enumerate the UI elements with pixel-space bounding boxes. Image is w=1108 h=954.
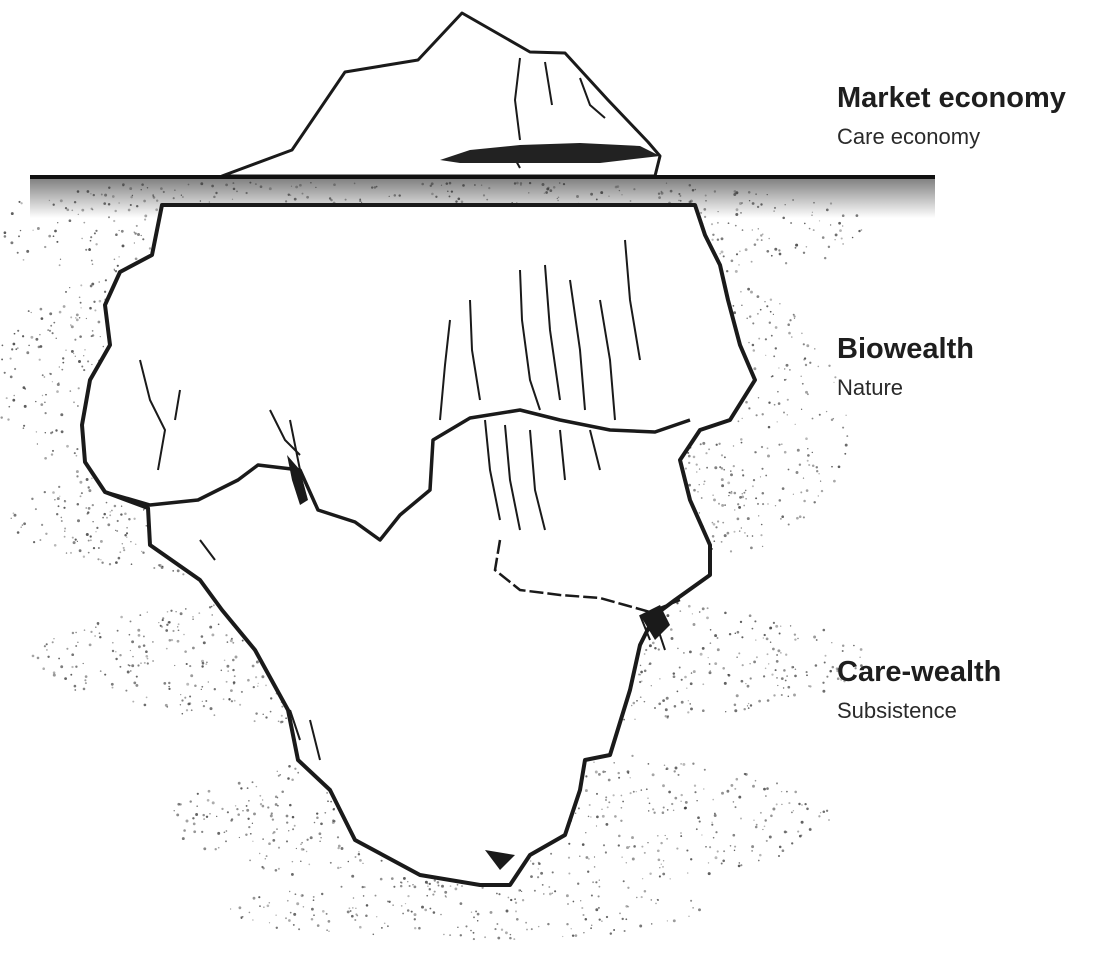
label-subtitle-nature: Nature — [837, 375, 1105, 401]
label-subtitle-care-economy: Care economy — [837, 124, 1105, 150]
label-market-economy: Market economy Care economy — [837, 81, 1105, 150]
label-title-market-economy: Market economy — [837, 81, 1105, 115]
label-biowealth: Biowealth Nature — [837, 332, 1105, 401]
label-care-wealth: Care-wealth Subsistence — [837, 655, 1105, 724]
label-subtitle-subsistence: Subsistence — [837, 698, 1105, 724]
label-title-care-wealth: Care-wealth — [837, 655, 1105, 689]
iceberg-body — [82, 205, 755, 885]
label-title-biowealth: Biowealth — [837, 332, 1105, 366]
